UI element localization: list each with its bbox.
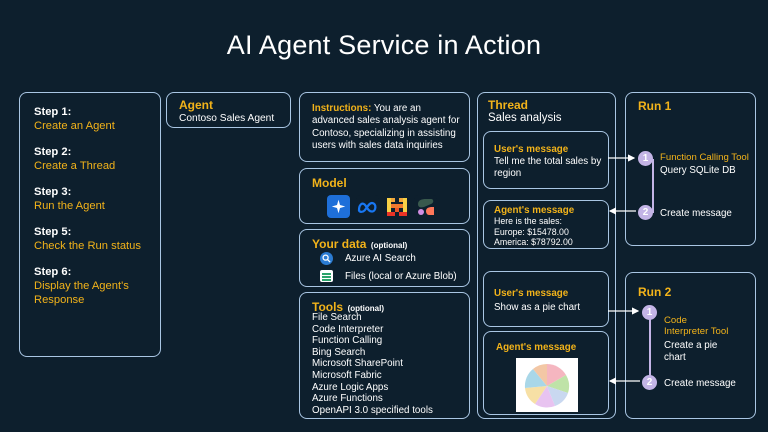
step-1: Step 1: Create an Agent xyxy=(34,105,115,133)
tools-panel: Tools (optional) File Search Code Interp… xyxy=(299,292,470,419)
step-3: Step 3: Run the Agent xyxy=(34,185,105,213)
tool-code-interpreter: Code Interpreter xyxy=(312,323,384,335)
tool-azure-logic-apps: Azure Logic Apps xyxy=(312,381,389,393)
step-2-label: Step 2: xyxy=(34,146,72,158)
message-2-line-3: America: $78792.00 xyxy=(494,237,573,247)
azure-ai-search-row: Azure AI Search xyxy=(320,252,416,265)
thread-subtitle: Sales analysis xyxy=(488,112,562,124)
mistral-icon xyxy=(385,195,408,218)
run-1-step-2-badge: 2 xyxy=(638,205,653,220)
step-5-value: Check the Run status xyxy=(34,240,141,252)
step-3-label: Step 3: xyxy=(34,186,72,198)
step-5: Step 5: Check the Run status xyxy=(34,225,141,253)
message-4-header: Agent's message xyxy=(496,342,577,353)
instructions-text: You are an advanced sales analysis agent… xyxy=(312,103,460,152)
tool-bing-search: Bing Search xyxy=(312,346,366,358)
message-3-header: User's message xyxy=(494,288,569,299)
run-2-step-1-badge: 1 xyxy=(642,305,657,320)
step-3-value: Run the Agent xyxy=(34,200,105,212)
run-1-step-2-text: Create message xyxy=(660,208,732,219)
run-2-step-1-title: Code Interpreter Tool xyxy=(664,315,728,338)
step-5-label: Step 5: xyxy=(34,226,72,238)
data-item-azure-ai-search: Azure AI Search xyxy=(345,253,416,264)
run-1-header: Run 1 xyxy=(638,99,672,113)
step-1-label: Step 1: xyxy=(34,106,72,118)
pie-chart-thumbnail xyxy=(516,358,578,412)
tool-azure-functions: Azure Functions xyxy=(312,393,383,405)
azure-ai-search-icon xyxy=(320,252,333,265)
step-2: Step 2: Create a Thread xyxy=(34,145,115,173)
run-1-step-1-badge: 1 xyxy=(638,151,653,166)
instructions-label: Instructions: xyxy=(312,103,372,114)
message-3-text: Show as a pie chart xyxy=(494,302,581,313)
tool-openapi: OpenAPI 3.0 specified tools xyxy=(312,404,433,416)
message-2-header: Agent's message xyxy=(494,205,575,216)
cohere-icon xyxy=(414,195,437,218)
tool-microsoft-fabric: Microsoft Fabric xyxy=(312,369,382,381)
run-2-step-1-title-line-1: Code xyxy=(664,315,687,326)
step-2-value: Create a Thread xyxy=(34,160,116,172)
model-header: Model xyxy=(312,176,347,190)
your-data-header-row: Your data (optional) xyxy=(312,235,407,253)
tools-header: Tools xyxy=(312,300,344,314)
run-2-panel: Run 2 1 Code Interpreter Tool Create a p… xyxy=(625,272,756,419)
message-2-body: Here is the sales: Europe: $15478.00 Ame… xyxy=(494,216,573,248)
thread-message-1: User's message Tell me the total sales b… xyxy=(483,131,609,189)
your-data-optional: (optional) xyxy=(370,241,408,250)
thread-panel: Thread Sales analysis User's message Tel… xyxy=(477,92,616,419)
tool-file-search: File Search xyxy=(312,312,362,323)
tool-function-calling: Function Calling xyxy=(312,335,383,347)
message-2-line-2: Europe: $15478.00 xyxy=(494,226,569,237)
run-1-step-1-text: Query SQLite DB xyxy=(660,165,736,176)
tool-microsoft-sharepoint: Microsoft SharePoint xyxy=(312,358,403,370)
files-row: Files (local or Azure Blob) xyxy=(320,270,457,283)
instructions-panel: Instructions: You are an advanced sales … xyxy=(299,92,470,162)
run-2-header: Run 2 xyxy=(638,285,672,299)
data-item-files: Files (local or Azure Blob) xyxy=(345,271,457,282)
run-2-step-1-text: Create a pie chart xyxy=(664,340,718,363)
agent-header: Agent xyxy=(179,98,213,112)
run-2-step-2-text: Create message xyxy=(664,378,736,389)
agent-panel: Agent Contoso Sales Agent xyxy=(166,92,291,128)
tools-list: File Search Code Interpreter Function Ca… xyxy=(312,312,433,416)
thread-message-3: User's message Show as a pie chart xyxy=(483,271,609,327)
steps-panel: Step 1: Create an Agent Step 2: Create a… xyxy=(19,92,161,357)
step-1-value: Create an Agent xyxy=(34,120,115,132)
thread-message-4: Agent's message xyxy=(483,331,609,415)
tools-optional: (optional) xyxy=(347,304,384,313)
message-1-text: Tell me the total sales by region xyxy=(494,156,602,180)
azure-openai-icon xyxy=(327,195,350,218)
run-2-step-1-title-line-2: Interpreter Tool xyxy=(664,326,729,338)
model-panel: Model xyxy=(299,168,470,224)
run-2-connector xyxy=(649,318,651,380)
pie-chart-image xyxy=(524,363,570,408)
message-1-header: User's message xyxy=(494,144,569,155)
run-1-connector xyxy=(652,159,654,213)
files-icon xyxy=(320,270,333,282)
step-6-label: Step 6: xyxy=(34,266,72,278)
step-6: Step 6: Display the Agent's Response xyxy=(34,265,152,307)
run-1-step-1-title: Function Calling Tool xyxy=(660,152,749,163)
thread-message-2: Agent's message Here is the sales: Europ… xyxy=(483,200,609,249)
step-6-value: Display the Agent's Response xyxy=(34,280,129,306)
meta-icon xyxy=(356,195,379,218)
run-1-panel: Run 1 1 Function Calling Tool Query SQLi… xyxy=(625,92,756,246)
thread-header: Thread xyxy=(488,98,529,112)
page-title: AI Agent Service in Action xyxy=(226,30,542,60)
your-data-panel: Your data (optional) Azure AI Search Fil… xyxy=(299,229,470,287)
agent-name: Contoso Sales Agent xyxy=(179,113,275,124)
run-2-step-2-badge: 2 xyxy=(642,375,657,390)
instructions-block: Instructions: You are an advanced sales … xyxy=(312,103,462,153)
message-2-line-1: Here is the sales: xyxy=(494,216,562,226)
tools-header-row: Tools (optional) xyxy=(312,298,384,316)
your-data-header: Your data xyxy=(312,237,367,251)
